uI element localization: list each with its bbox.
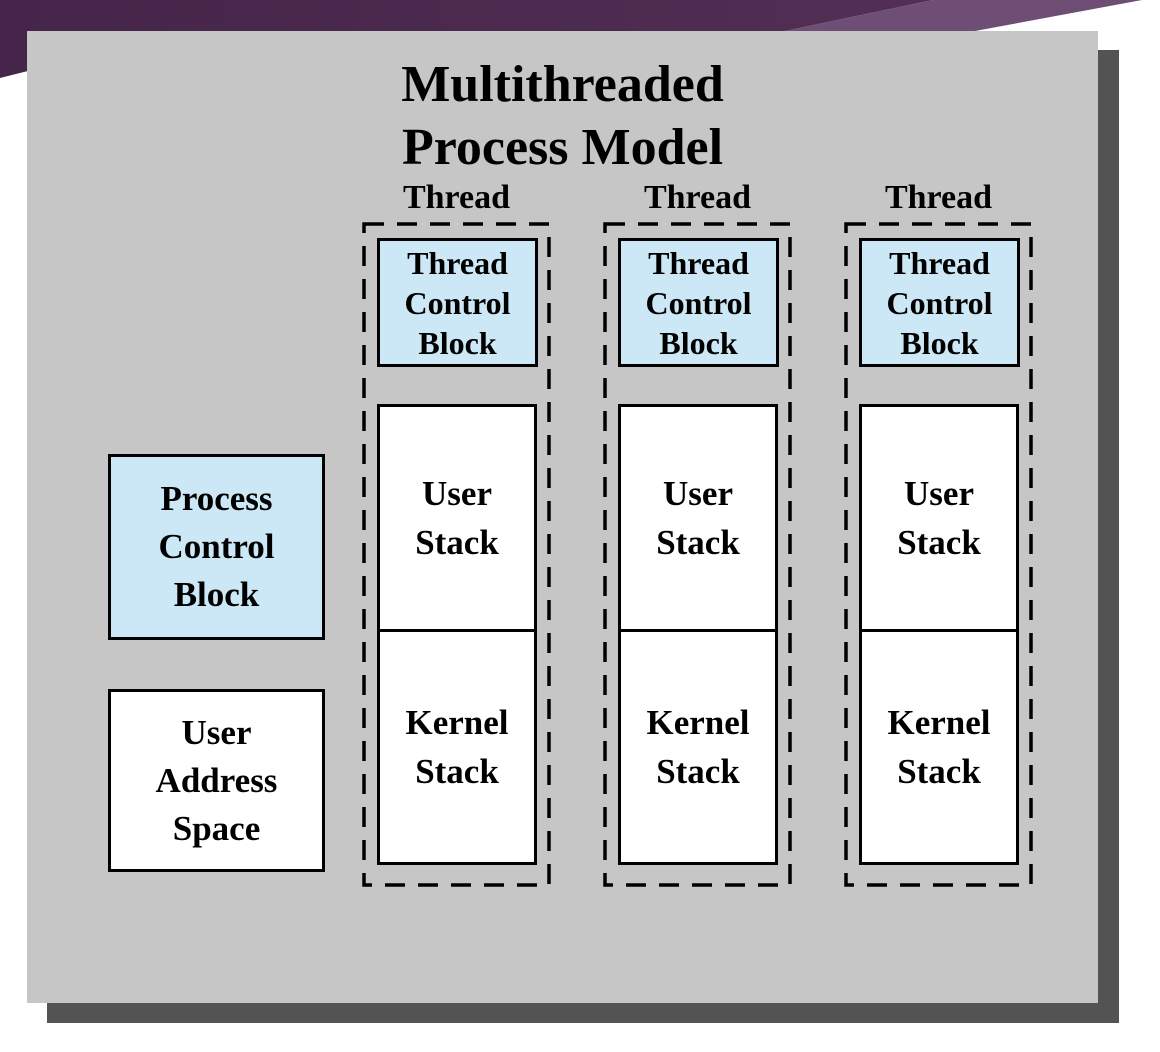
thread-column-1: Thread Thread Control Block User Stack K…	[362, 179, 551, 891]
thread-label: Thread	[402, 179, 511, 216]
user-address-space-line: User	[181, 712, 252, 752]
kernel-stack: Kernel Stack	[862, 632, 1016, 862]
thread-control-block: Thread Control Block	[618, 238, 779, 367]
user-stack: User Stack	[380, 407, 534, 632]
kernel-stack-line: Kernel	[405, 703, 509, 742]
thread-control-block-line: Block	[418, 324, 497, 361]
stack-box: User Stack Kernel Stack	[618, 404, 778, 865]
thread-control-block-line: Thread	[407, 244, 508, 281]
user-stack-line: User	[422, 474, 492, 513]
user-stack-line: Stack	[415, 523, 499, 562]
user-address-space: User Address Space	[108, 689, 325, 872]
process-control-block-line: Process	[160, 479, 273, 518]
thread-dashed-boundary: Thread Control Block User Stack Kernel S…	[603, 222, 792, 887]
slide-title: Multithreaded Process Model	[27, 53, 1098, 179]
slide-title-line-2: Process Model	[401, 119, 724, 176]
stack-box: User Stack Kernel Stack	[377, 404, 537, 865]
thread-dashed-boundary: Thread Control Block User Stack Kernel S…	[362, 222, 551, 887]
kernel-stack-line: Stack	[656, 752, 740, 791]
thread-control-block-line: Block	[659, 324, 738, 361]
thread-label: Thread	[643, 179, 752, 216]
process-control-block-line: Block	[173, 575, 260, 614]
thread-label: Thread	[884, 179, 993, 216]
user-stack-line: User	[904, 474, 974, 513]
slide-title-line-1: Multithreaded	[401, 56, 724, 113]
process-control-block: Process Control Block	[108, 454, 325, 640]
kernel-stack-line: Stack	[897, 752, 981, 791]
thread-control-block-line: Control	[886, 284, 993, 321]
slide-panel: Multithreaded Process Model Process Cont…	[27, 31, 1098, 1003]
thread-control-block: Thread Control Block	[377, 238, 538, 367]
user-stack-line: Stack	[656, 523, 740, 562]
thread-control-block-line: Control	[645, 284, 752, 321]
dashed-border	[362, 222, 551, 887]
user-stack-line: User	[663, 474, 733, 513]
dashed-border	[603, 222, 792, 887]
kernel-stack-line: Kernel	[646, 703, 750, 742]
kernel-stack-line: Stack	[415, 752, 499, 791]
user-stack-line: Stack	[897, 523, 981, 562]
thread-control-block: Thread Control Block	[859, 238, 1020, 367]
stack-box: User Stack Kernel Stack	[859, 404, 1019, 865]
dashed-border	[844, 222, 1033, 887]
thread-column-3: Thread Thread Control Block User Stack K…	[844, 179, 1033, 891]
thread-control-block-line: Control	[404, 284, 511, 321]
kernel-stack: Kernel Stack	[380, 632, 534, 862]
thread-dashed-boundary: Thread Control Block User Stack Kernel S…	[844, 222, 1033, 887]
user-stack: User Stack	[862, 407, 1016, 632]
thread-control-block-line: Thread	[889, 244, 990, 281]
user-stack: User Stack	[621, 407, 775, 632]
user-address-space-line: Address	[155, 760, 278, 800]
thread-column-2: Thread Thread Control Block User Stack K…	[603, 179, 792, 891]
thread-control-block-line: Block	[900, 324, 979, 361]
thread-control-block-line: Thread	[648, 244, 749, 281]
process-control-block-line: Control	[158, 527, 275, 566]
kernel-stack-line: Kernel	[887, 703, 991, 742]
kernel-stack: Kernel Stack	[621, 632, 775, 862]
user-address-space-line: Space	[172, 808, 261, 848]
